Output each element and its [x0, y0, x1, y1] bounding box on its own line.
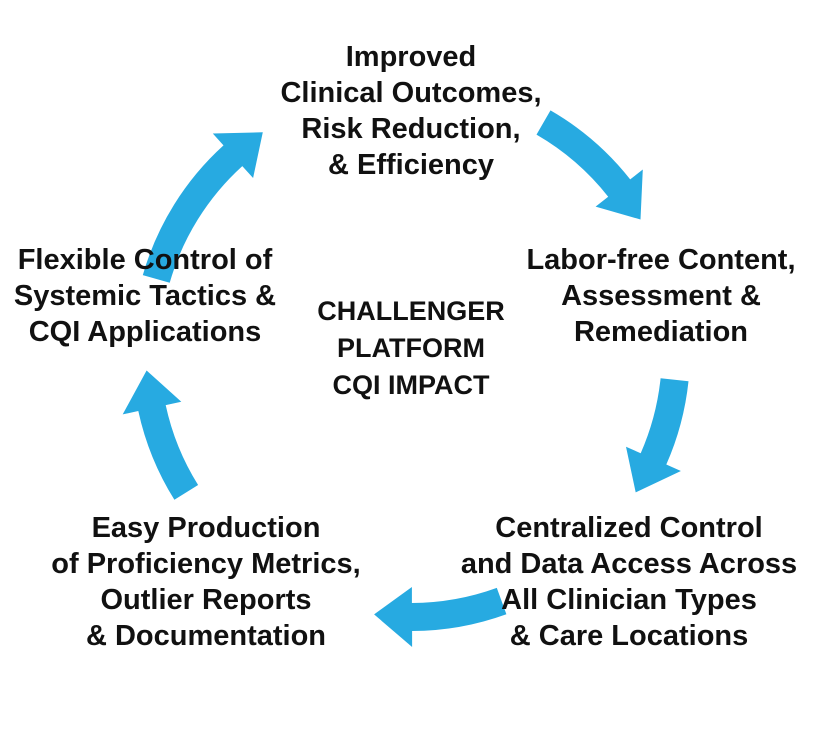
node-line: & Efficiency	[328, 149, 494, 181]
arrow-bottom-left-to-left	[122, 370, 199, 500]
node-line: Remediation	[573, 316, 749, 348]
node-line: Easy Production	[91, 512, 321, 544]
node-line: of Proficiency Metrics,	[51, 548, 361, 580]
node-line: Outlier Reports	[100, 584, 312, 616]
node-line: & Documentation	[85, 620, 327, 652]
center-line: CQI IMPACT	[332, 370, 490, 400]
node-line: Centralized Control	[495, 512, 763, 544]
node-line: Labor-free Content,	[526, 244, 796, 276]
node-improved-outcomes: Improved Clinical Outcomes, Risk Reducti…	[216, 39, 606, 183]
arrow-top-to-right	[536, 110, 643, 220]
node-line: Flexible Control of	[17, 244, 273, 276]
node-flexible-control: Flexible Control of Systemic Tactics & C…	[0, 242, 290, 350]
node-line: Risk Reduction,	[301, 113, 521, 145]
node-labor-free-content: Labor-free Content, Assessment & Remedia…	[500, 242, 822, 350]
node-line: Assessment &	[561, 280, 761, 312]
center-line: CHALLENGER	[317, 296, 505, 326]
arrow-bottom-right-to-bottom-left	[374, 587, 507, 647]
node-line: All Clinician Types	[501, 584, 757, 616]
arrow-right-to-bottom-right	[626, 378, 689, 493]
center-title: CHALLENGER PLATFORM CQI IMPACT	[290, 293, 532, 404]
node-line: Systemic Tactics &	[13, 280, 277, 312]
node-line: and Data Access Across	[460, 548, 798, 580]
node-line: CQI Applications	[28, 316, 262, 348]
node-centralized-control: Centralized Control and Data Access Acro…	[448, 510, 810, 654]
node-line: Clinical Outcomes,	[280, 77, 542, 109]
node-easy-production: Easy Production of Proficiency Metrics, …	[20, 510, 392, 654]
center-line: PLATFORM	[337, 333, 485, 363]
node-line: Improved	[345, 41, 477, 73]
node-line: & Care Locations	[509, 620, 749, 652]
arrow-left-to-top	[142, 132, 263, 283]
